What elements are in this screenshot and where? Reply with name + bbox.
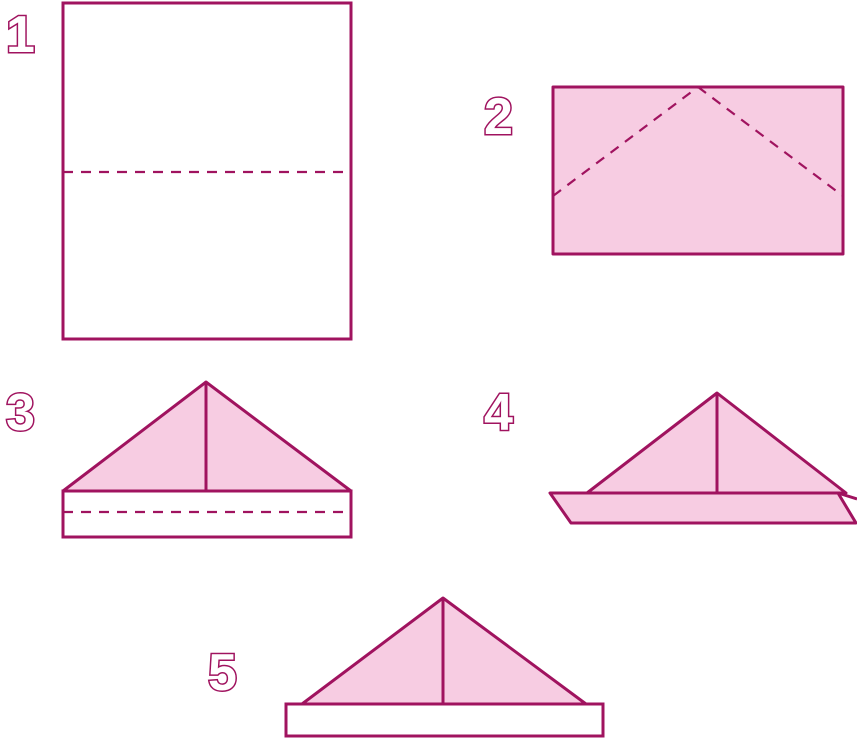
step-4: 4 xyxy=(484,384,857,523)
step-3-number: 3 xyxy=(6,384,35,442)
step-2: 2 xyxy=(484,87,843,254)
step-3-bottom-flap xyxy=(63,491,351,537)
step-1-number: 1 xyxy=(6,6,35,64)
step-5-bottom-band xyxy=(286,704,603,736)
step-2-number: 2 xyxy=(484,88,513,146)
step-4-number: 4 xyxy=(484,384,513,442)
step-3: 3 xyxy=(6,382,351,537)
step-1: 1 xyxy=(6,3,351,339)
step-5-number: 5 xyxy=(208,644,237,702)
step-2-folded-sheet xyxy=(553,87,843,254)
step-5: 5 xyxy=(208,598,603,736)
step-4-hull-band xyxy=(550,493,856,523)
